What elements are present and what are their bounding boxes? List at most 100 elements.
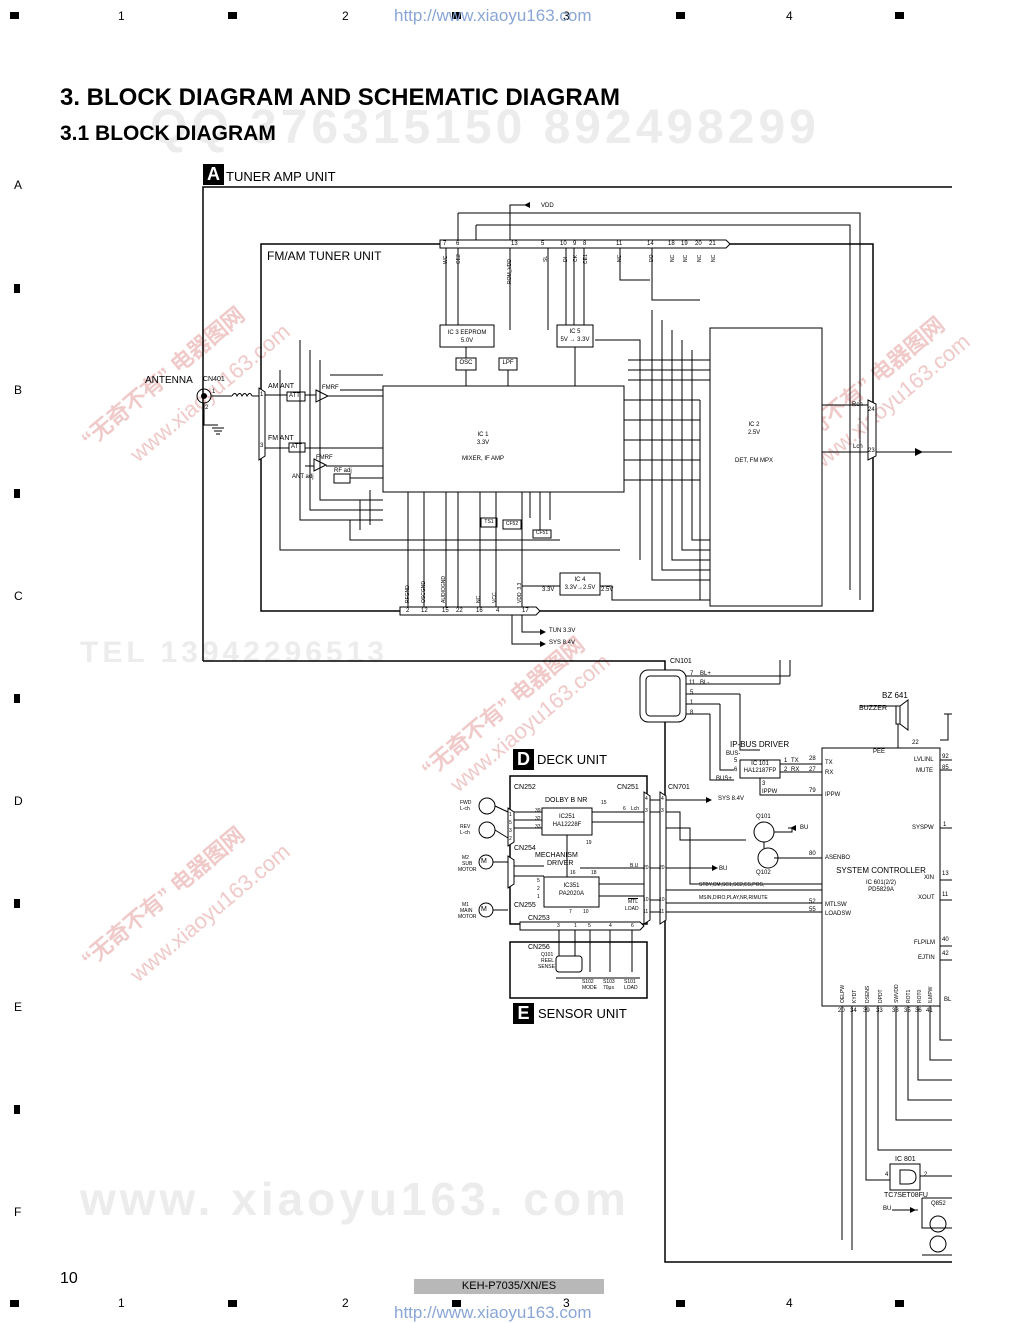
tuner-bottom-signal: RFGND (405, 585, 411, 603)
mech-label: MECHANISM (535, 852, 578, 859)
ic801-pin: 2 (924, 1172, 928, 1178)
cf52-label: CF52 (505, 521, 519, 527)
ic801-part: TC7SET08FU (884, 1192, 928, 1199)
cn253-pin: 1 (574, 923, 577, 929)
pee-label: PEE (873, 749, 886, 755)
s101-load: LOAD (624, 985, 638, 991)
syscon-bottom-pin: 39 (863, 1008, 870, 1014)
tuner-bottom-signal: VCC (492, 592, 498, 603)
ic5-label: IC 5 (569, 329, 581, 335)
watermark-site: www. xiaoyu163. com (80, 1173, 630, 1225)
cn252-pin: 1 (509, 812, 512, 818)
osc-label: OSC (459, 360, 473, 366)
v25-label: 2.5V (601, 587, 614, 593)
model-number: KEH-P7035/XN/ES (414, 1279, 604, 1294)
ic2-label: IC 2 (748, 422, 760, 428)
connector-pin-3: 3 (260, 443, 264, 449)
fwd-label: FWD (460, 800, 472, 806)
ipbus-rx: RX (791, 767, 800, 773)
dolby-label: DOLBY B NR (545, 797, 588, 804)
tuner-bottom-pin: 12 (421, 608, 428, 614)
s103-70us: 70μs (603, 985, 614, 991)
tuner-top-signal: NC (711, 254, 717, 262)
page-number: 10 (60, 1270, 78, 1287)
ic4-label: IC 4 (574, 577, 586, 583)
ic2-function: DET, FM MPX (734, 458, 773, 464)
rev-lch: L-ch (460, 830, 470, 836)
syscon-bottom-signal: ROT0 (917, 989, 923, 1003)
syscon-ic: IC 601(2/2) (865, 880, 896, 886)
syscon-right-pin: 42 (942, 951, 949, 957)
q852-label: Q852 (931, 1201, 946, 1207)
ic251-label: IC251 (558, 814, 575, 820)
syscon-left-name: LOADSW (825, 911, 852, 917)
tuner-top-pin: 19 (681, 241, 688, 247)
ic3-label: IC 3 EEPROM (447, 330, 487, 336)
unit-badge-a: A (203, 164, 224, 185)
syscon-bottom-signal: ROT1 (906, 989, 912, 1003)
syscon-left-pin: 52 (809, 899, 816, 905)
cn253-pin: 3 (557, 923, 560, 929)
cn252-pin: 3 (509, 828, 512, 834)
antenna-pin-1: 1 (212, 389, 216, 395)
syscon-right-pin: 1 (943, 822, 947, 828)
tun-33-label: TUN 3.3V (549, 628, 576, 634)
fmrf-label: FMRF (322, 385, 339, 391)
tuner-top-signal: SL (543, 255, 549, 262)
syscon-right-pin: 85 (942, 765, 949, 771)
deck-cn-pin: 10 (659, 897, 665, 903)
syscon-bottom-pin: 33 (876, 1008, 883, 1014)
bus-signals-2: MSIN,DIRO,PLAY,NR,RIMUTE (699, 895, 768, 901)
footer-url: http://www.xiaoyu163.com (394, 1303, 592, 1322)
pin-23: 23 (868, 448, 875, 454)
syscon-bottom-signal: OELPW (840, 984, 846, 1003)
syscon-right-pin: 11 (942, 892, 949, 898)
antenna-pin-2: 2 (205, 405, 209, 411)
sys84-label: SYS 8.4V (718, 796, 745, 802)
tuner-top-pin: 13 (511, 241, 518, 247)
deck-pin: 15 (601, 800, 607, 806)
syscon-title: SYSTEM CONTROLLER (836, 866, 926, 875)
cn253-pin: 5 (588, 923, 591, 929)
watermark-tel: TEL 13942296513 (80, 636, 388, 669)
syscon-left-name: TX (825, 760, 833, 766)
ipbus-pin: 5 (734, 758, 738, 764)
cn101-signal: BL- (700, 680, 710, 686)
syscon-right-name: EJTIN (918, 955, 935, 961)
tuner-bottom-pin: 2 (406, 608, 410, 614)
column-number: 1 (118, 1296, 125, 1310)
lch-label: Lch (853, 444, 863, 450)
antenna-label: ANTENNA (145, 375, 193, 386)
ic351-pin: 1 (537, 894, 540, 900)
sensor-unit-title: SENSOR UNIT (538, 1006, 627, 1021)
tuner-bottom-pin: 22 (456, 608, 463, 614)
row-letter: C (14, 589, 23, 603)
rev-label: REV (460, 824, 471, 830)
column-number: 4 (786, 9, 793, 23)
q101-reel: REEL (541, 958, 555, 964)
unit-badge-e: E (513, 1003, 534, 1024)
cn101-pin: 8 (690, 710, 694, 716)
registration-mark (895, 12, 904, 19)
column-number: 1 (118, 9, 125, 23)
tuner-top-signal: NC (683, 254, 689, 262)
registration-mark (895, 1300, 904, 1307)
rch-label: Rch (852, 402, 863, 408)
tuner-top-pin: 11 (616, 241, 623, 247)
row-letter: A (14, 178, 23, 192)
cn254-label: CN254 (514, 845, 536, 852)
syscon-bottom-signal: DSENS (865, 985, 871, 1003)
v33-label: 3.3V (542, 587, 555, 593)
ipbus-tx: TX (791, 758, 799, 764)
deck-cn-pin: 3 (661, 808, 664, 814)
vdd-label: VDD (541, 203, 554, 209)
syscon-left-name: IPPW (825, 792, 841, 798)
fwd-lch: L-ch (460, 806, 470, 812)
ic351-pin: 10 (583, 909, 589, 915)
column-number: 2 (342, 1296, 349, 1310)
s102-label: S102 (582, 979, 594, 985)
syscon-right-name: FLPILM (914, 940, 936, 946)
ant-adj-label: ANT adj (292, 474, 314, 480)
bu-label: BU (883, 1206, 892, 1212)
deck-cn-pin: 11 (659, 909, 665, 915)
